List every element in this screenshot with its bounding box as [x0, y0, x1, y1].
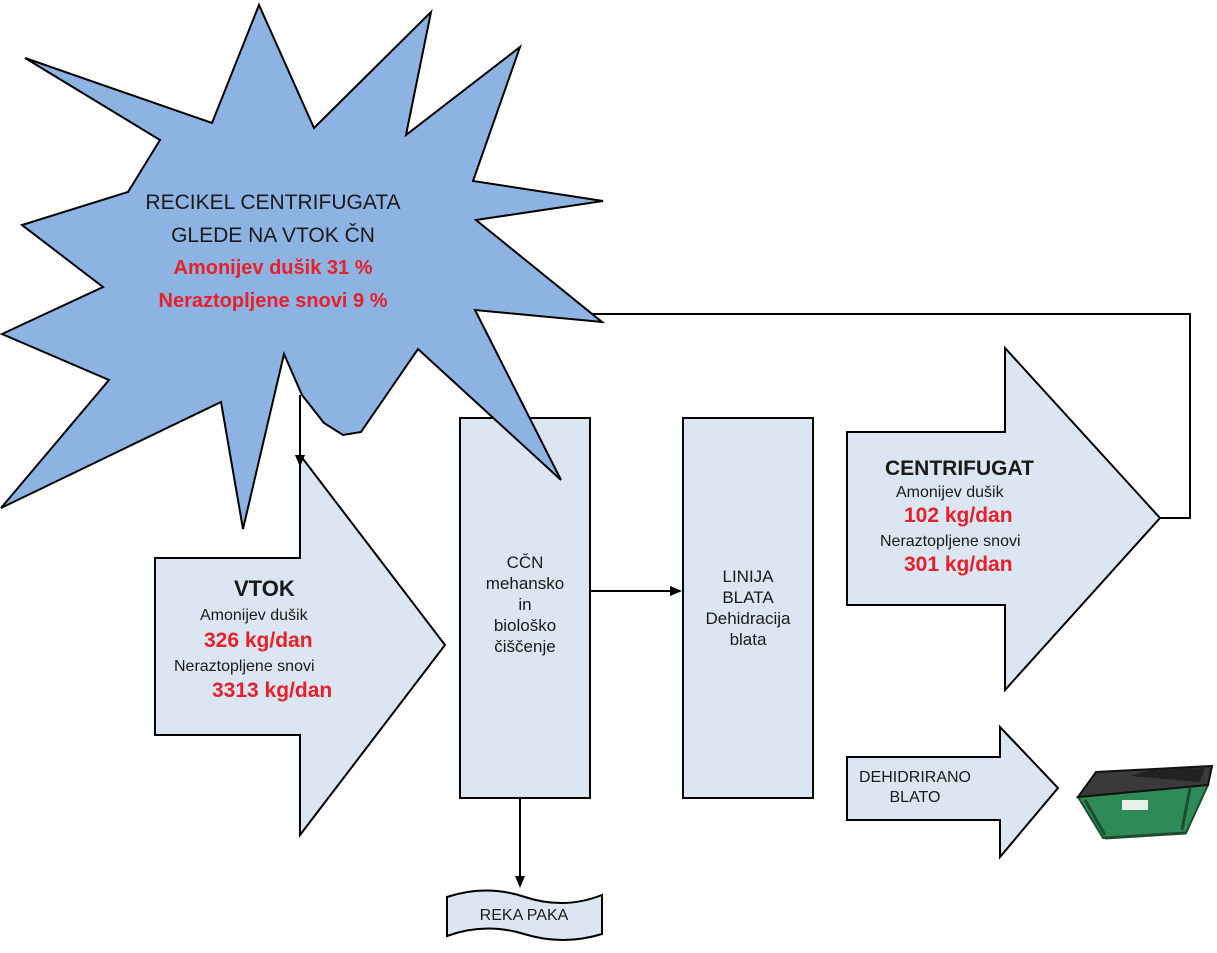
centrifugate-ammonia-label: Amonijev dušik	[896, 484, 1004, 502]
inflow-solids-value: 3313 kg/dan	[212, 678, 333, 702]
treatment-plant-block	[459, 417, 591, 799]
sludge-line1: LINIJA	[722, 567, 774, 586]
centrifugate-ammonia-value: 102 kg/dan	[904, 504, 1013, 528]
inflow-arrow	[154, 452, 447, 838]
dewatered-sludge-arrow	[846, 724, 1060, 860]
sludge-line-block	[682, 417, 814, 799]
plant-line2: mehansko	[485, 574, 565, 593]
plant-line3: in	[518, 595, 532, 614]
centrifugate-solids-label: Neraztopljene snovi	[880, 532, 1021, 550]
sludge-line4: blata	[729, 630, 767, 649]
plant-line4: biološko	[493, 616, 557, 635]
recycle-starburst	[0, 2, 606, 530]
plant-text: CČN mehansko in biološko čiščenje	[462, 552, 588, 657]
inflow-text: VTOK Amonijev dušik 326 kg/dan Neraztopl…	[160, 576, 360, 703]
dewatered-line1: DEHIDRIRANO	[858, 769, 971, 786]
centrifugate-solids-value: 301 kg/dan	[904, 552, 1013, 576]
sludge-line3: Dehidracija	[705, 609, 791, 628]
centrifugate-text: CENTRIFUGAT Amonijev dušik 102 kg/dan Ne…	[860, 456, 1060, 577]
inflow-title: VTOK	[234, 576, 295, 601]
centrifugate-arrow	[846, 345, 1162, 693]
inflow-ammonia-label: Amonijev dušik	[200, 607, 308, 625]
dewatered-line2: BLATO	[889, 789, 941, 806]
plant-line1: CČN	[506, 553, 544, 572]
recycle-text: RECIKEL CENTRIFUGATA GLEDE NA VTOK ČN Am…	[118, 186, 428, 318]
recycle-line1: RECIKEL CENTRIFUGATA	[145, 191, 401, 214]
centrifugate-title: CENTRIFUGAT	[885, 457, 1034, 480]
recycle-ammonia: Amonijev dušik 31 %	[173, 257, 373, 279]
plant-line5: čiščenje	[494, 637, 556, 656]
river-box	[446, 889, 603, 941]
inflow-solids-label: Neraztopljene snovi	[174, 657, 315, 675]
recycle-line	[580, 313, 1191, 519]
recycle-solids: Neraztopljene snovi 9 %	[158, 290, 388, 312]
dewatered-text: DEHIDRIRANO BLATO	[850, 768, 980, 808]
recycle-line2: GLEDE NA VTOK ČN	[171, 224, 375, 247]
river-label: REKA PAKA	[479, 907, 569, 924]
inflow-ammonia-value: 326 kg/dan	[204, 628, 313, 652]
skip-container-icon	[1075, 764, 1214, 840]
sludge-line-text: LINIJA BLATA Dehidracija blata	[685, 566, 811, 650]
sludge-line2: BLATA	[722, 588, 774, 607]
